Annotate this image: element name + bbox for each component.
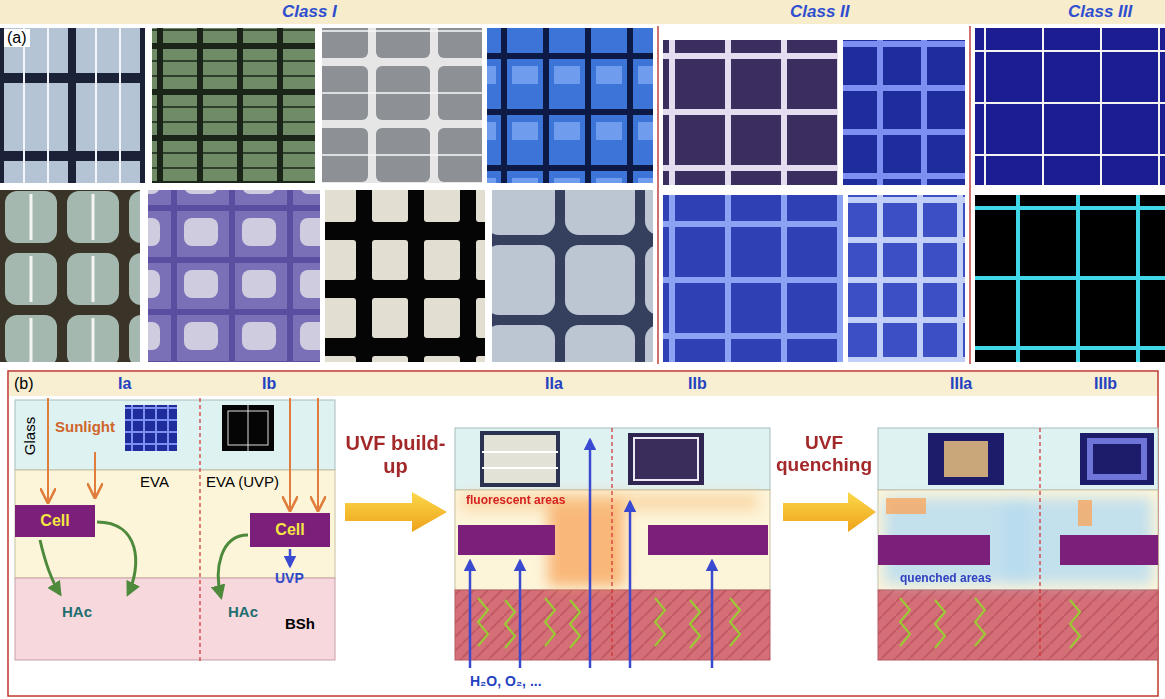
module-photo <box>0 28 145 183</box>
layer-name: EVA <box>140 473 169 490</box>
module-photo <box>325 190 485 362</box>
inset-photo <box>928 433 1004 485</box>
solar-cell <box>1060 535 1158 565</box>
backsheet-layer <box>15 578 335 660</box>
acid-arrow <box>218 535 248 597</box>
column-heading: Ib <box>262 375 276 393</box>
uvp-arrow <box>289 549 292 566</box>
column-divider <box>1039 428 1040 660</box>
layer-name: BSh <box>285 615 315 632</box>
module-photo <box>663 195 843 362</box>
class-heading: Class II <box>790 2 850 22</box>
cell-label: Cell <box>40 512 69 530</box>
module-photo <box>492 190 653 362</box>
class-divider <box>657 26 659 364</box>
module-cross-section <box>455 428 770 668</box>
column-heading: Ia <box>118 375 131 393</box>
module-photo <box>663 40 838 185</box>
module-photo <box>975 195 1165 362</box>
class-divider <box>969 26 971 364</box>
sunlight-arrow <box>94 452 96 497</box>
additive-label: UVP <box>275 570 304 586</box>
module-photo <box>843 40 965 185</box>
inset-photo <box>482 467 558 469</box>
sunlight-arrow <box>47 398 49 502</box>
module-photo <box>322 28 482 183</box>
fluorescent-remnant <box>1078 500 1092 526</box>
header-band <box>0 0 1165 24</box>
chemical-label: HAc <box>62 603 92 620</box>
module-photo <box>848 195 965 362</box>
eva-layer <box>878 490 1158 590</box>
acid-arrow <box>40 540 60 594</box>
solar-cell <box>878 535 990 565</box>
sunlight-label: Sunlight <box>55 418 115 435</box>
process-label: UVF quenching <box>771 432 877 476</box>
region-label: fluorescent areas <box>466 494 565 508</box>
module-photo <box>975 28 1165 185</box>
inset-photo <box>125 405 177 451</box>
chemical-label: H₂O, O₂, ... <box>470 673 542 689</box>
ingress-arrows <box>470 440 712 668</box>
sunlight-arrow <box>289 398 291 510</box>
column-divider <box>611 428 612 660</box>
crack-lines <box>900 598 1080 648</box>
inset-photo <box>944 441 988 477</box>
layer-name: Glass <box>21 417 38 455</box>
sunlight-arrow <box>317 398 319 510</box>
solar-cell: Cell <box>250 513 330 547</box>
module-photo <box>487 28 653 183</box>
solar-cell <box>458 525 555 555</box>
module-photos <box>0 28 1165 362</box>
column-heading: IIIb <box>1094 375 1117 393</box>
inset-photo <box>222 405 274 451</box>
module-cross-section <box>15 398 335 662</box>
acid-arrow <box>97 522 136 594</box>
process-arrow <box>783 492 876 532</box>
module-photo <box>152 28 315 183</box>
solar-cell <box>648 525 768 555</box>
panel-letter: (a) <box>4 29 30 47</box>
column-heading: IIb <box>688 375 707 393</box>
region-label: quenched areas <box>900 572 991 586</box>
glass-layer <box>15 400 335 470</box>
fluorescent-remnant <box>886 498 926 514</box>
layer-name: EVA (UVP) <box>206 473 279 490</box>
solar-cell: Cell <box>15 505 95 537</box>
process-label: UVF build-up <box>338 432 453 478</box>
inset-photo <box>482 433 558 485</box>
inset-photo <box>1080 433 1154 485</box>
column-divider <box>199 398 200 662</box>
chemical-label: HAc <box>228 603 258 620</box>
crack-lines <box>478 598 740 648</box>
panel-letter: (b) <box>14 375 34 393</box>
process-arrow <box>345 492 447 532</box>
inset-photo <box>628 433 704 485</box>
inset-photo <box>634 438 698 480</box>
column-heading: IIa <box>545 375 563 393</box>
glass-layer <box>878 428 1158 490</box>
class-heading: Class I <box>282 2 337 22</box>
backsheet-layer <box>878 590 1158 660</box>
module-cross-section <box>878 428 1158 660</box>
cell-label: Cell <box>275 521 304 539</box>
panel-frame <box>8 371 1158 696</box>
module-photo <box>0 190 140 362</box>
inset-photo <box>248 405 249 451</box>
inset-photo <box>1090 441 1144 477</box>
header-band <box>9 372 1157 396</box>
column-heading: IIIa <box>950 375 972 393</box>
module-photo <box>148 190 320 362</box>
inset-photo <box>482 451 558 453</box>
eva-layer <box>15 470 335 578</box>
class-heading: Class III <box>1068 2 1132 22</box>
